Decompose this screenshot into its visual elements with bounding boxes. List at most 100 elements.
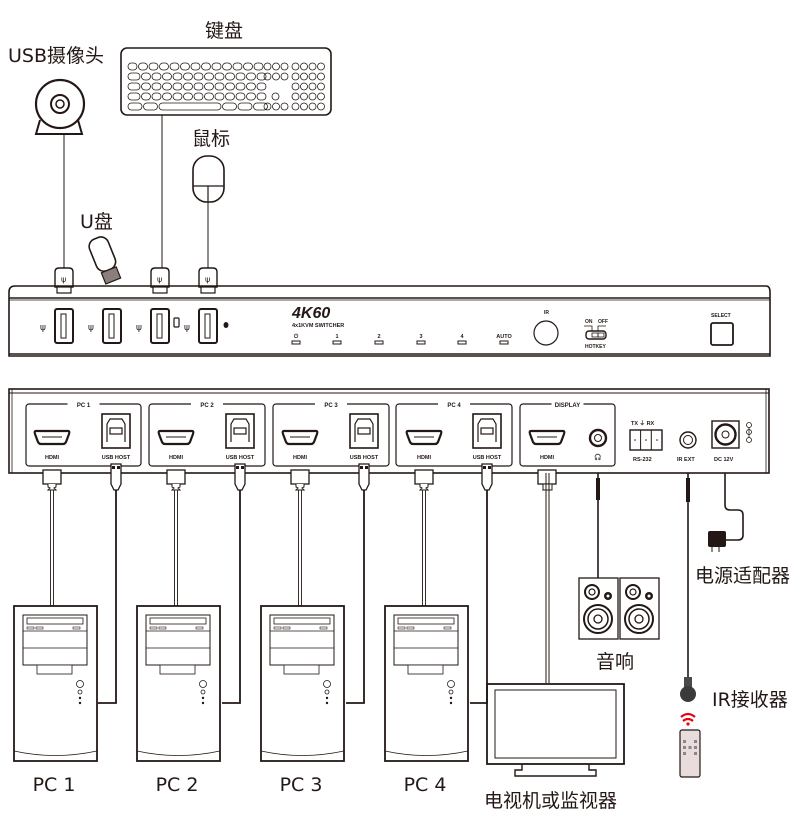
port-label: HDMI [45, 455, 60, 461]
group-title: DISPLAY [555, 403, 580, 409]
pc-label: PC 2 [156, 774, 199, 796]
led-label: 2 [377, 334, 380, 340]
model-label: 4x1KVM SWITCHER [292, 323, 344, 329]
front-usb-port[interactable] [198, 308, 218, 344]
port-label: HDMI [293, 455, 308, 461]
usb-b-port[interactable] [349, 413, 379, 449]
ir-receiver-label: IR接收器 [712, 689, 788, 711]
ir-window [533, 320, 559, 346]
hdmi-port[interactable] [528, 429, 566, 446]
usb3-icon: ψ [40, 323, 46, 333]
svg-text:ψ: ψ [205, 275, 210, 284]
svg-text:ψ: ψ [61, 275, 66, 284]
ir-ext-port[interactable] [679, 431, 697, 449]
status-led: 3 [416, 334, 426, 345]
hotkey-switch[interactable]: ON OFF HOTKEY [584, 319, 608, 350]
tv-monitor: 电视机或监视器 [484, 473, 625, 812]
select-label: SELECT [711, 313, 731, 319]
hdmi-port[interactable] [281, 429, 319, 446]
rs232-pins-label: TX ⏚ RX [631, 420, 655, 427]
webcam: USB摄像头 [8, 45, 104, 268]
brand-logo: 4K60 [291, 305, 330, 322]
port-label: USB HOST [350, 455, 379, 461]
hdmi-port[interactable] [157, 429, 195, 446]
pc-label: PC 3 [280, 774, 323, 796]
rs232-label: RS-232 [633, 457, 652, 463]
headphone-icon: 🎧 [594, 453, 601, 461]
usb-b-port[interactable] [101, 413, 131, 449]
status-led: 1 [332, 334, 342, 345]
speakers: 音响 [578, 473, 660, 673]
port-label: HDMI [540, 455, 555, 461]
pc-label: PC 1 [33, 774, 76, 796]
front-usb-port[interactable] [150, 308, 170, 344]
usb-drive-label: U盘 [80, 211, 113, 233]
led-label: AUTO [496, 334, 512, 340]
hotkey-on-label: ON [585, 319, 593, 325]
hotkey-label: HOTKEY [585, 344, 607, 350]
keyboard-port-icon [173, 317, 180, 328]
led-label: 3 [419, 334, 422, 340]
usb-b-port[interactable] [225, 413, 255, 449]
pc-label: PC 4 [404, 774, 447, 796]
webcam-label: USB摄像头 [8, 45, 104, 67]
port-label: HDMI [417, 455, 432, 461]
dc-power-port[interactable] [711, 420, 740, 449]
port-label: USB HOST [102, 455, 131, 461]
rs232-port[interactable] [629, 429, 663, 451]
status-led: ⏻ [291, 333, 301, 345]
group-title: PC 2 [200, 403, 214, 409]
polarity-icon [746, 422, 752, 443]
hdmi-port[interactable] [405, 429, 443, 446]
status-led: AUTO [496, 334, 512, 345]
speakers-label: 音响 [596, 651, 634, 673]
port-label: HDMI [169, 455, 184, 461]
speaker [578, 577, 619, 640]
port-label: USB HOST [473, 455, 502, 461]
rear-port-group: PC 4 HDMI USB HOST [395, 400, 513, 467]
ir-window-label: IR [544, 310, 549, 316]
usb3-icon: ψ [184, 323, 190, 333]
usb-b-port[interactable] [472, 413, 502, 449]
usb-drive: U盘 [80, 211, 122, 285]
svg-text:ψ: ψ [157, 275, 162, 284]
power-adapter-label: 电源适配器 [695, 565, 790, 587]
usb3-icon: ψ [136, 323, 142, 333]
rear-port-group: PC 2 HDMI USB HOST [148, 400, 266, 467]
pc-tower [384, 605, 469, 762]
led-label: ⏻ [294, 333, 299, 340]
mouse-label: 鼠标 [192, 128, 230, 150]
hotkey-off-label: OFF [598, 319, 608, 325]
status-led: 4 [457, 334, 467, 345]
remote-control[interactable] [679, 729, 701, 778]
keyboard: 键盘 [120, 20, 332, 268]
hdmi-port[interactable] [33, 429, 71, 446]
rear-port-group: DISPLAY HDMI 🎧 [519, 400, 616, 467]
usb-plug: ψ [198, 267, 218, 294]
usb-plug: ψ [54, 267, 74, 294]
front-usb-port[interactable] [54, 308, 74, 344]
pc-tower [136, 605, 221, 762]
usb-plug: ψ [150, 267, 170, 294]
pc-tower [13, 605, 98, 762]
mouse: 鼠标 [192, 128, 230, 268]
tv-monitor-label: 电视机或监视器 [484, 790, 617, 812]
keyboard-label: 键盘 [205, 20, 243, 42]
dc-label: DC 12V [714, 457, 734, 463]
led-label: 1 [335, 334, 338, 340]
ir-signal-icon [680, 712, 696, 726]
status-led: 2 [374, 334, 384, 345]
front-usb-port[interactable] [102, 308, 122, 344]
group-title: PC 1 [77, 403, 91, 409]
power-adapter: 电源适配器 [695, 473, 790, 587]
rear-panel: PC 1 HDMI USB HOST PC 2 HDMI USB HOST PC 3 HDMI… [8, 388, 770, 474]
audio-out-port[interactable] [588, 428, 608, 448]
rear-port-group: PC 3 HDMI USB HOST [272, 400, 390, 467]
group-title: PC 4 [447, 403, 461, 409]
select-button[interactable] [710, 322, 734, 346]
group-title: PC 3 [324, 403, 338, 409]
pc-tower [260, 605, 345, 762]
port-label: USB HOST [226, 455, 255, 461]
